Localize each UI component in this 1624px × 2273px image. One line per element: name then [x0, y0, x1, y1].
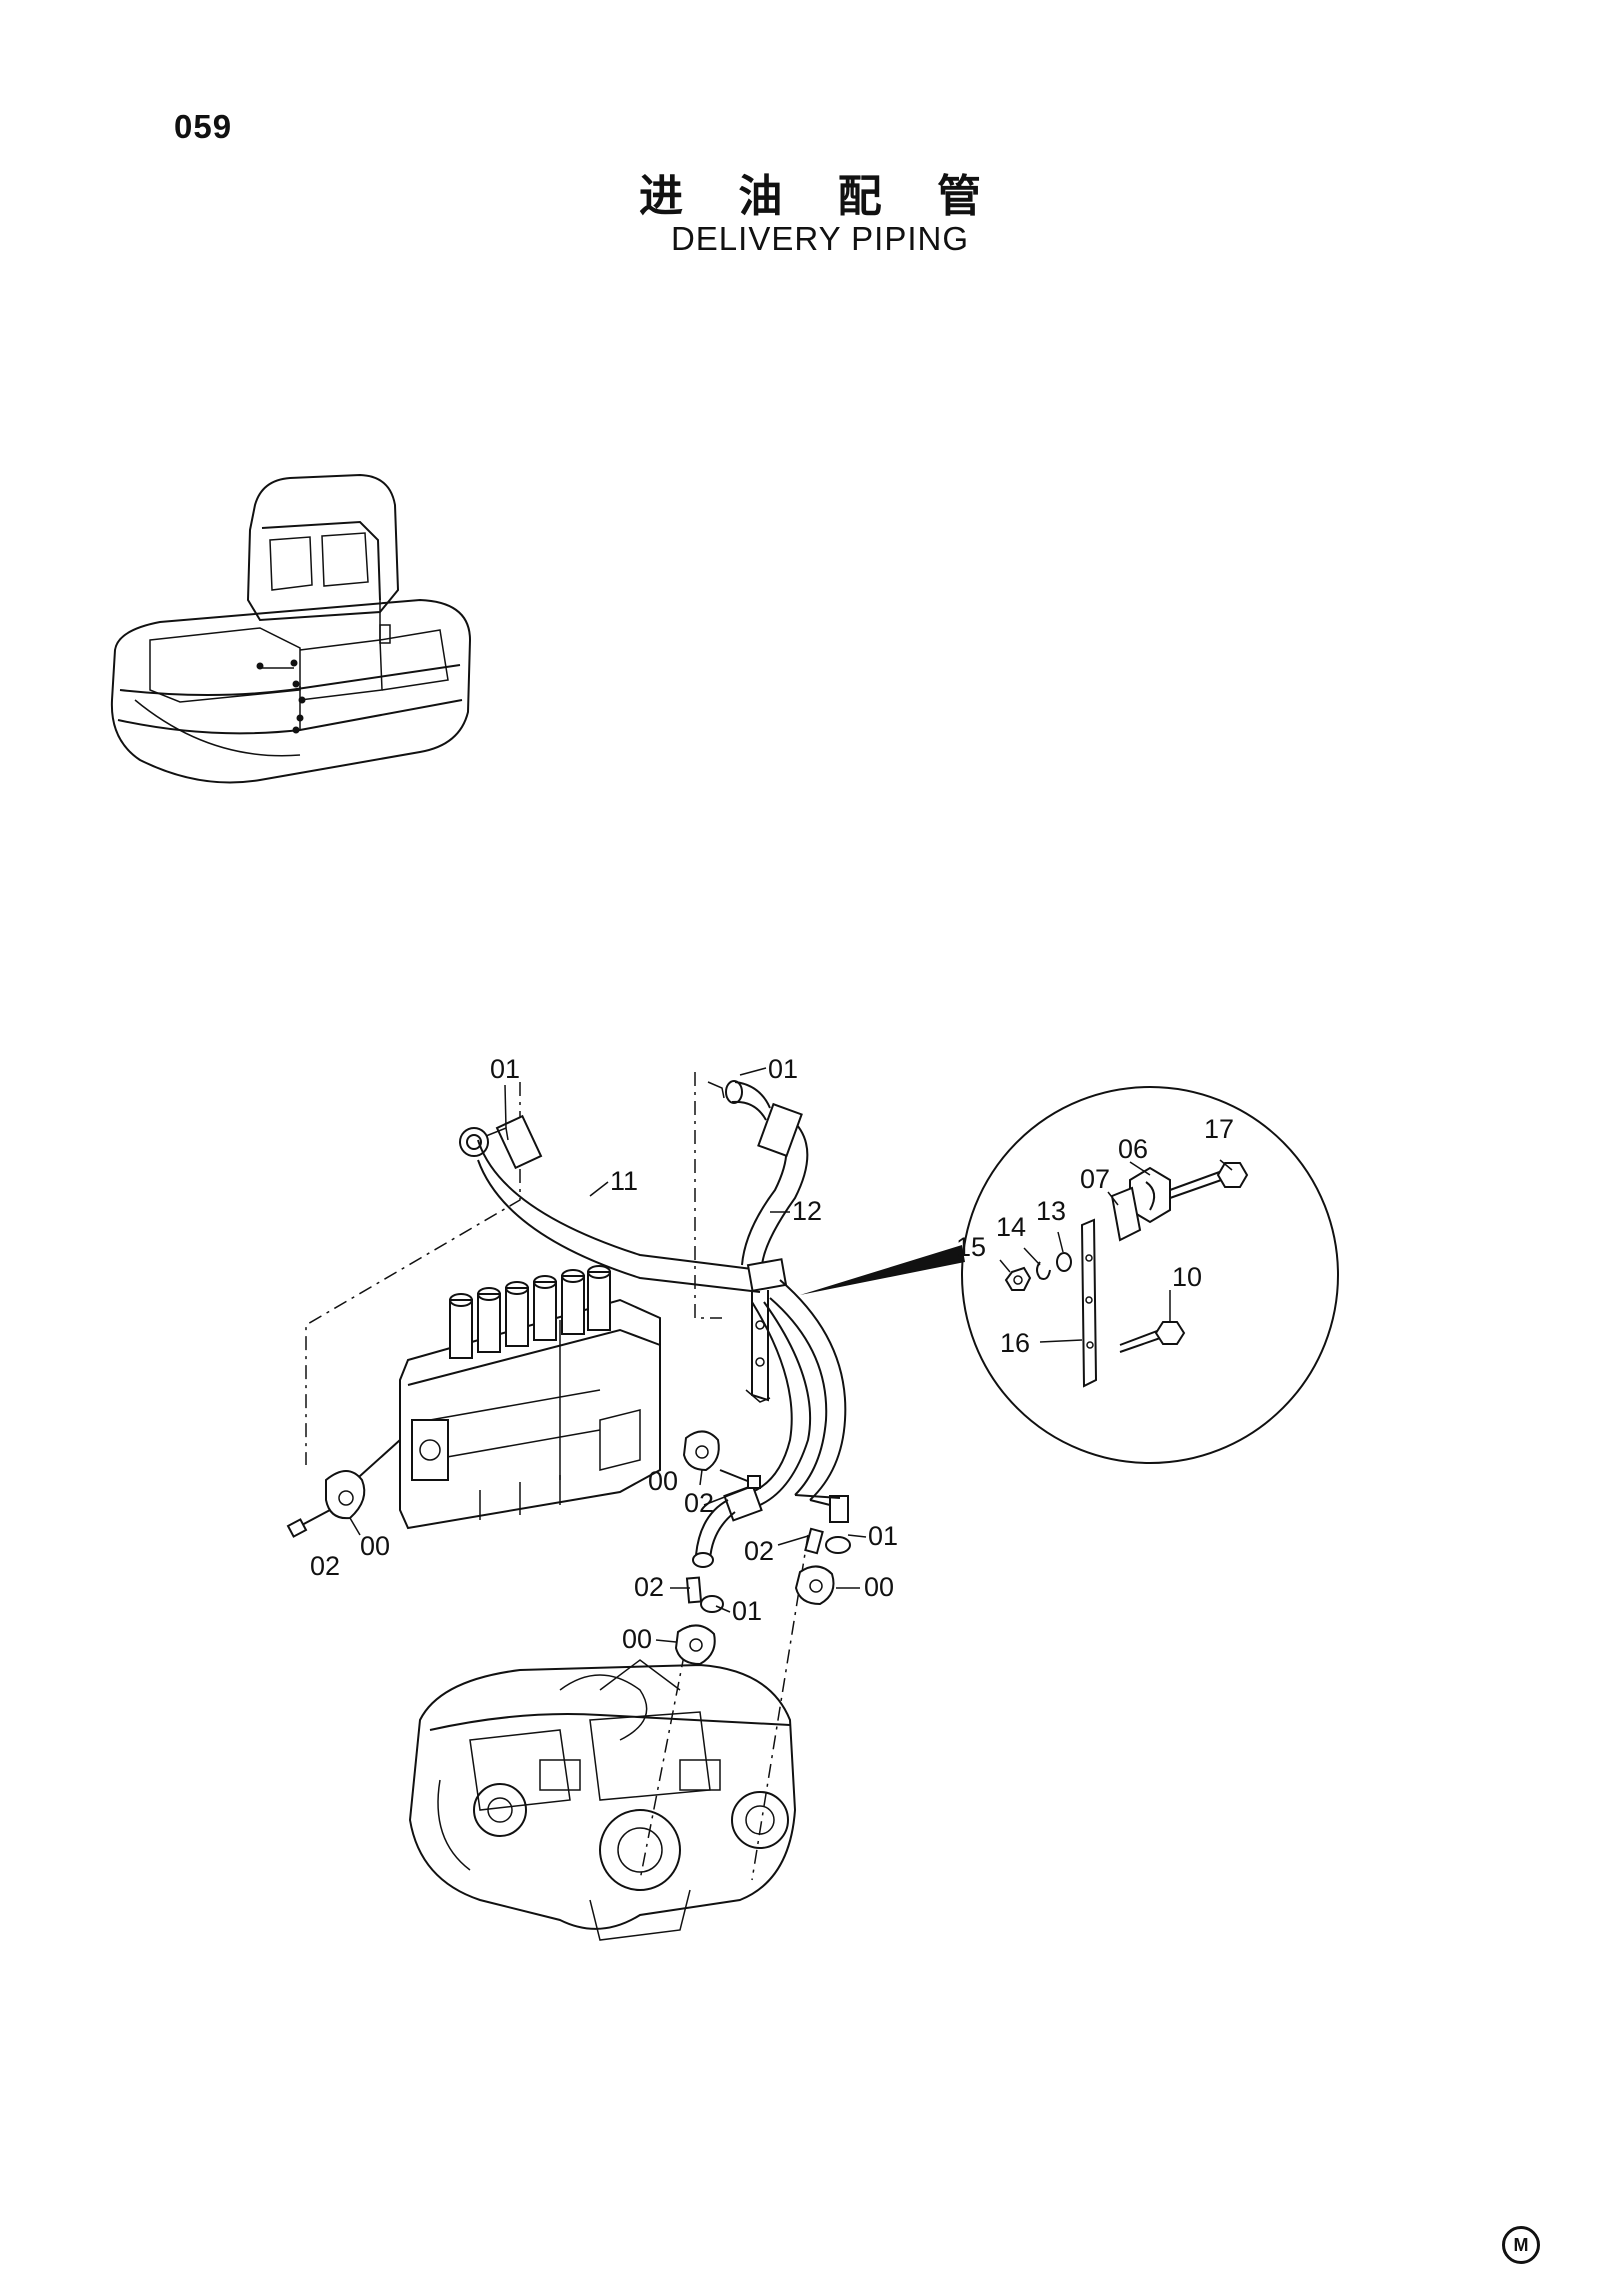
callout-12: 12 [792, 1196, 822, 1226]
callout-17: 17 [1204, 1114, 1234, 1144]
callout-00: 00 [622, 1624, 652, 1654]
page-title-english: DELIVERY PIPING [670, 220, 970, 257]
callout-00: 00 [648, 1466, 678, 1496]
callout-00: 00 [864, 1572, 894, 1602]
corner-mark-m: M [1502, 2226, 1540, 2264]
callout-02: 02 [310, 1551, 340, 1581]
callout-02: 02 [634, 1572, 664, 1602]
callout-leaders [349, 1067, 867, 1643]
callout-10: 10 [1172, 1262, 1202, 1292]
callout-07: 07 [1080, 1164, 1110, 1194]
callout-labels: 01 01 11 12 17 06 07 13 14 15 10 16 00 0… [310, 1054, 1234, 1654]
callout-15: 15 [956, 1232, 986, 1262]
piping-assembly [286, 1072, 851, 1941]
excavator-overview [110, 473, 472, 784]
callout-01: 01 [768, 1054, 798, 1084]
callout-13: 13 [1036, 1196, 1066, 1226]
callout-06: 06 [1118, 1134, 1148, 1164]
page-number: 059 [174, 108, 233, 145]
detail-view [800, 1086, 1339, 1464]
callout-16: 16 [1000, 1328, 1030, 1358]
callout-01: 01 [490, 1054, 520, 1084]
page-title-chinese: 进 油 配 管 [639, 171, 1001, 222]
callout-01: 01 [732, 1596, 762, 1626]
valve-spools [449, 1265, 611, 1359]
callout-02: 02 [744, 1536, 774, 1566]
callout-11: 11 [610, 1166, 638, 1196]
callout-14: 14 [996, 1212, 1026, 1242]
callout-01: 01 [868, 1521, 898, 1551]
callout-00: 00 [360, 1531, 390, 1561]
